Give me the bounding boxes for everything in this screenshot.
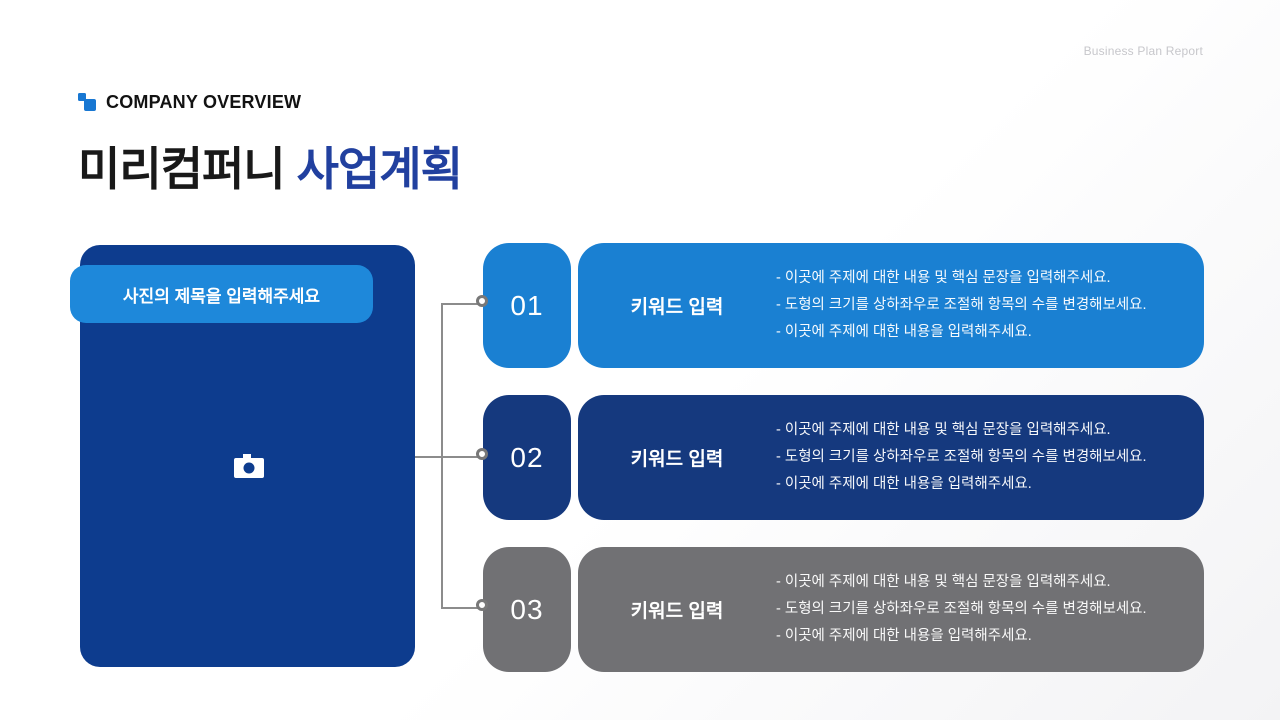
- block-square-small: [78, 93, 86, 101]
- connector-node-3: [476, 599, 488, 611]
- bullet-line: - 도형의 크기를 상하좌우로 조절해 항목의 수를 변경해보세요.: [776, 449, 1147, 465]
- bullet-line: - 이곳에 주제에 대한 내용을 입력해주세요.: [776, 324, 1032, 340]
- page-title-company: 미리컴퍼니: [78, 143, 286, 195]
- photo-title-label: 사진의 제목을 입력해주세요: [122, 286, 321, 306]
- content-box-03[interactable]: 키워드 입력 - 이곳에 주제에 대한 내용 및 핵심 문장을 입력해주세요. …: [578, 547, 1204, 672]
- number-label: 02: [510, 441, 544, 473]
- connector-branch-bottom: [441, 607, 481, 609]
- bullet-list: - 이곳에 주제에 대한 내용 및 핵심 문장을 입력해주세요. - 도형의 크…: [776, 395, 1188, 520]
- number-badge-01[interactable]: 01: [483, 243, 571, 368]
- bullet-line: - 이곳에 주제에 대한 내용을 입력해주세요.: [776, 628, 1032, 644]
- content-box-01[interactable]: 키워드 입력 - 이곳에 주제에 대한 내용 및 핵심 문장을 입력해주세요. …: [578, 243, 1204, 368]
- block-square-big: [84, 99, 96, 111]
- photo-title-badge[interactable]: 사진의 제목을 입력해주세요: [70, 265, 373, 323]
- report-label: Business Plan Report: [1083, 44, 1203, 58]
- bullet-line: - 도형의 크기를 상하좌우로 조절해 항목의 수를 변경해보세요.: [776, 601, 1147, 617]
- bullet-line: - 이곳에 주제에 대한 내용을 입력해주세요.: [776, 476, 1032, 492]
- number-label: 03: [510, 593, 544, 625]
- connector-node-1: [476, 295, 488, 307]
- number-label: 01: [510, 289, 544, 321]
- blocks-icon: [78, 93, 97, 112]
- bullet-list: - 이곳에 주제에 대한 내용 및 핵심 문장을 입력해주세요. - 도형의 크…: [776, 243, 1188, 368]
- section-eyebrow: COMPANY OVERVIEW: [78, 92, 301, 113]
- connector-vertical: [441, 303, 443, 609]
- bullet-line: - 도형의 크기를 상하좌우로 조절해 항목의 수를 변경해보세요.: [776, 297, 1147, 313]
- keyword-label: 키워드 입력: [630, 297, 724, 318]
- page-title-plan: 사업계획: [296, 143, 463, 195]
- number-badge-02[interactable]: 02: [483, 395, 571, 520]
- keyword-label: 키워드 입력: [630, 601, 724, 622]
- keyword-label: 키워드 입력: [630, 449, 724, 470]
- connector-node-2: [476, 448, 488, 460]
- connector-branch-top: [441, 303, 481, 305]
- content-box-02[interactable]: 키워드 입력 - 이곳에 주제에 대한 내용 및 핵심 문장을 입력해주세요. …: [578, 395, 1204, 520]
- bullet-line: - 이곳에 주제에 대한 내용 및 핵심 문장을 입력해주세요.: [776, 270, 1111, 286]
- eyebrow-label: COMPANY OVERVIEW: [106, 92, 302, 112]
- bullet-line: - 이곳에 주제에 대한 내용 및 핵심 문장을 입력해주세요.: [776, 422, 1111, 438]
- bullet-list: - 이곳에 주제에 대한 내용 및 핵심 문장을 입력해주세요. - 도형의 크…: [776, 547, 1188, 672]
- number-badge-03[interactable]: 03: [483, 547, 571, 672]
- bullet-line: - 이곳에 주제에 대한 내용 및 핵심 문장을 입력해주세요.: [776, 574, 1111, 590]
- connector-horizontal-main: [415, 456, 485, 458]
- camera-icon: [234, 452, 264, 480]
